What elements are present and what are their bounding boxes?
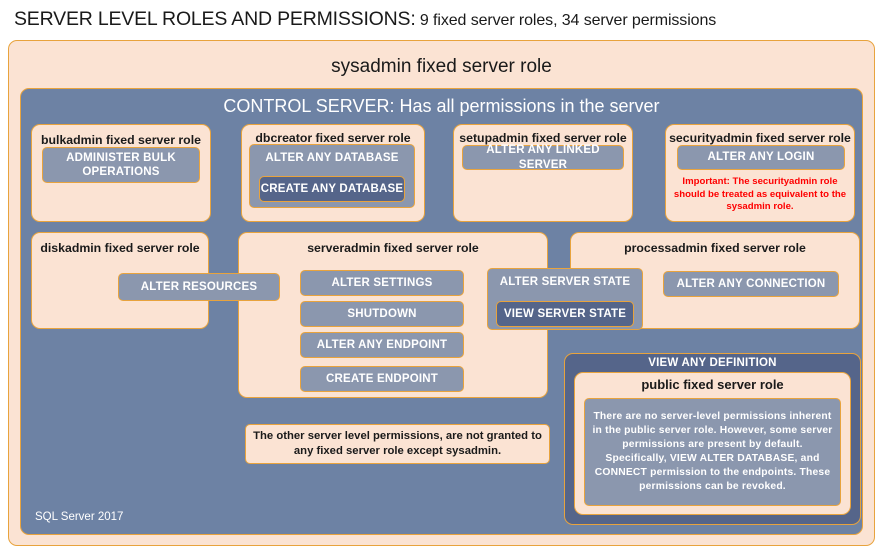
- role-label-setupadmin: setupadmin fixed server role: [459, 131, 627, 145]
- sql-version-label: SQL Server 2017: [35, 511, 124, 523]
- other-permissions-note: The other server level permissions, are …: [245, 424, 550, 464]
- securityadmin-warning-note: Important: The securityadmin role should…: [673, 176, 847, 213]
- role-label-securityadmin: securityadmin fixed server role: [669, 131, 851, 145]
- control-server-label: CONTROL SERVER: Has all permissions in t…: [223, 96, 660, 116]
- permission-alter-any-linked-server[interactable]: ALTER ANY LINKED SERVER: [462, 144, 624, 171]
- role-label-processadmin: processadmin fixed server role: [624, 241, 806, 255]
- permission-alter-any-login[interactable]: ALTER ANY LOGIN: [677, 145, 845, 170]
- page-title-subtitle: 9 fixed server roles, 34 server permissi…: [415, 12, 717, 29]
- role-label-serveradmin: serveradmin fixed server role: [307, 241, 479, 255]
- permission-administer-bulk-operations[interactable]: ADMINISTER BULK OPERATIONS: [42, 147, 200, 183]
- role-label-bulkadmin: bulkadmin fixed server role: [41, 133, 201, 147]
- permission-create-endpoint[interactable]: CREATE ENDPOINT: [300, 366, 464, 392]
- page-title-strong: SERVER LEVEL ROLES AND PERMISSIONS:: [14, 8, 416, 30]
- role-box-setupadmin: setupadmin fixed server role: [453, 124, 633, 222]
- permission-view-server-state[interactable]: VIEW SERVER STATE: [496, 301, 634, 327]
- permission-shutdown[interactable]: SHUTDOWN: [300, 301, 464, 327]
- role-label-public: public fixed server role: [641, 377, 784, 392]
- role-label-dbcreator: dbcreator fixed server role: [255, 131, 411, 145]
- permission-view-any-definition-label: VIEW ANY DEFINITION: [648, 357, 777, 369]
- permission-create-any-database[interactable]: CREATE ANY DATABASE: [259, 176, 405, 202]
- permission-alter-resources[interactable]: ALTER RESOURCES: [118, 273, 280, 301]
- role-label-diskadmin: diskadmin fixed server role: [40, 241, 200, 255]
- permission-alter-settings[interactable]: ALTER SETTINGS: [300, 270, 464, 296]
- permission-alter-any-endpoint[interactable]: ALTER ANY ENDPOINT: [300, 332, 464, 358]
- role-box-securityadmin: securityadmin fixed server role: [665, 124, 855, 222]
- sysadmin-role-label: sysadmin fixed server role: [331, 56, 552, 77]
- page-title: SERVER LEVEL ROLES AND PERMISSIONS: 9 fi…: [14, 8, 874, 34]
- permission-alter-any-connection[interactable]: ALTER ANY CONNECTION: [663, 271, 839, 297]
- public-role-note: There are no server-level permissions in…: [584, 398, 841, 506]
